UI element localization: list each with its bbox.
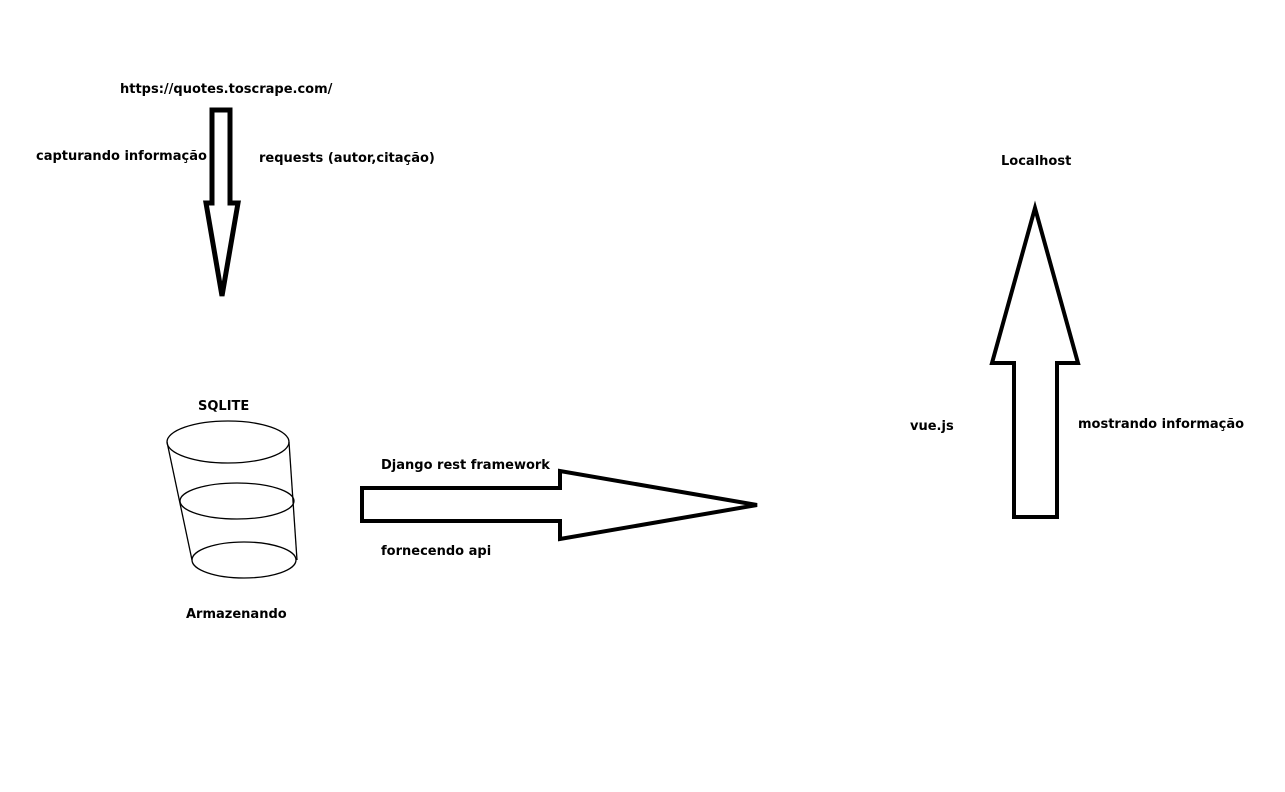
capturing-label: capturando informação — [36, 149, 207, 164]
storing-label: Armazenando — [186, 607, 287, 622]
api-label: fornecendo api — [381, 544, 492, 559]
database-label: SQLITE — [198, 399, 250, 414]
arrow-right-icon — [360, 468, 758, 542]
source-url-label: https://quotes.toscrape.com/ — [120, 82, 333, 97]
arrow-up-icon — [989, 200, 1081, 519]
localhost-label: Localhost — [1001, 154, 1072, 169]
database-cylinder-icon — [166, 420, 298, 579]
arrow-down-icon — [203, 107, 241, 297]
showing-label: mostrando informação — [1078, 417, 1245, 432]
drf-label: Django rest framework — [381, 458, 550, 473]
vuejs-label: vue.js — [910, 419, 954, 434]
requests-label: requests (autor,citação) — [259, 151, 435, 166]
